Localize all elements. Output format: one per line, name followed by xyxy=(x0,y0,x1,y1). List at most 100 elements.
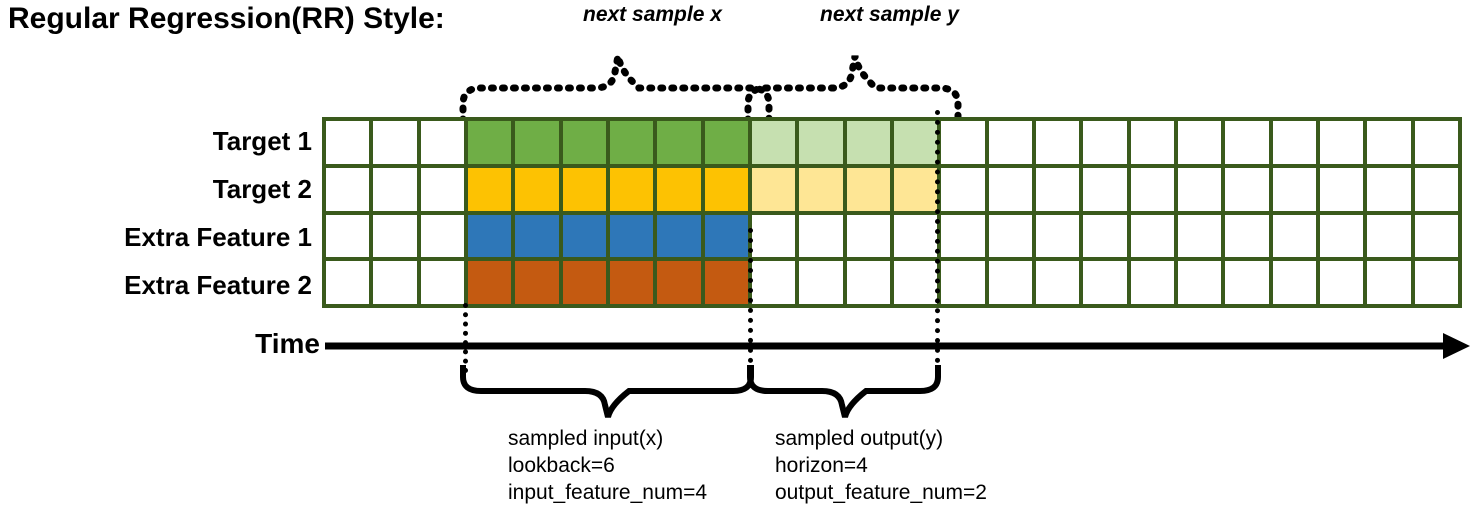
grid-cell-r3-c6 xyxy=(562,214,606,258)
grid-cell-r4-c2 xyxy=(373,261,417,304)
grid-cell-r2-c17 xyxy=(1083,167,1127,211)
grid-cell-r2-c3 xyxy=(420,167,464,211)
grid-cell-r2-c5 xyxy=(515,167,559,211)
grid-cell-r4-c12 xyxy=(846,261,890,304)
grid-cell-r2-c9 xyxy=(704,167,748,211)
grid-cell-r3-c1 xyxy=(326,214,370,258)
row-label-target-1: Target 1 xyxy=(0,126,312,157)
sampled-output-brace xyxy=(747,365,941,418)
grid-cell-r4-c7 xyxy=(609,261,654,304)
grid-cell-r3-c15 xyxy=(988,214,1032,258)
grid-cell-r1-c15 xyxy=(988,121,1032,164)
grid-cell-r4-c23 xyxy=(1367,261,1411,304)
grid-cell-r1-c11 xyxy=(799,121,843,164)
grid-cell-r2-c13 xyxy=(893,167,938,211)
grid-cell-r1-c3 xyxy=(420,121,464,164)
grid-cell-r2-c11 xyxy=(799,167,843,211)
grid-cell-r2-c7 xyxy=(609,167,654,211)
dotted-guide-output-end xyxy=(935,110,940,373)
grid-cell-r4-c19 xyxy=(1177,261,1222,304)
sampled-input-title: sampled input(x) xyxy=(508,427,664,450)
grid-cell-r3-c13 xyxy=(893,214,938,258)
grid-cell-r2-c18 xyxy=(1130,167,1174,211)
grid-cell-r4-c15 xyxy=(988,261,1032,304)
grid-cell-r4-c22 xyxy=(1319,261,1364,304)
grid-cell-r3-c24 xyxy=(1414,214,1458,258)
grid-cell-r2-c21 xyxy=(1272,167,1316,211)
sampled-output-horizon: horizon=4 xyxy=(775,454,868,477)
grid-cell-r4-c9 xyxy=(704,261,748,304)
grid-cell-r2-c20 xyxy=(1225,167,1269,211)
grid-cell-r3-c19 xyxy=(1177,214,1222,258)
grid-cell-r3-c17 xyxy=(1083,214,1127,258)
row-label-text: Target 1 xyxy=(212,126,312,156)
grid-cell-r1-c16 xyxy=(1035,121,1080,164)
grid-cell-r1-c6 xyxy=(562,121,606,164)
sampled-output-title: sampled output(y) xyxy=(775,427,944,450)
grid-cell-r1-c8 xyxy=(657,121,701,164)
grid-cell-r3-c3 xyxy=(420,214,464,258)
grid-cell-r2-c10 xyxy=(751,167,796,211)
sampled-input-caption: sampled input(x) lookback=6 input_featur… xyxy=(508,425,707,506)
grid-cell-r1-c2 xyxy=(373,121,417,164)
grid-cell-r1-c1 xyxy=(326,121,370,164)
grid-cell-r3-c11 xyxy=(799,214,843,258)
dotted-guide-input-end xyxy=(748,228,753,373)
grid-cell-r1-c9 xyxy=(704,121,748,164)
page-title: Regular Regression(RR) Style: xyxy=(8,2,445,35)
sampled-output-feature-num: output_feature_num=2 xyxy=(775,481,987,504)
grid-cell-r1-c19 xyxy=(1177,121,1222,164)
timeseries-grid xyxy=(322,117,1462,308)
next-sample-x-label: next sample x xyxy=(583,3,722,26)
row-label-text: Extra Feature 2 xyxy=(124,270,312,300)
grid-cell-r3-c21 xyxy=(1272,214,1316,258)
grid-cell-r3-c4 xyxy=(467,214,512,258)
grid-cell-r4-c21 xyxy=(1272,261,1316,304)
next-sample-x-brace xyxy=(459,55,773,121)
grid-cell-r3-c2 xyxy=(373,214,417,258)
grid-cell-r4-c5 xyxy=(515,261,559,304)
grid-cell-r4-c13 xyxy=(893,261,938,304)
time-axis-label: Time xyxy=(255,328,320,359)
grid-cell-r4-c16 xyxy=(1035,261,1080,304)
grid-cell-r3-c16 xyxy=(1035,214,1080,258)
grid-cell-r2-c2 xyxy=(373,167,417,211)
grid-cell-r4-c14 xyxy=(941,261,985,304)
row-label-extra-feature-2: Extra Feature 2 xyxy=(0,270,312,301)
grid-cell-r1-c21 xyxy=(1272,121,1316,164)
grid-cell-r2-c14 xyxy=(941,167,985,211)
grid-cell-r4-c6 xyxy=(562,261,606,304)
grid-cell-r3-c10 xyxy=(751,214,796,258)
next-sample-y-label: next sample y xyxy=(820,3,959,26)
grid-cell-r1-c4 xyxy=(467,121,512,164)
grid-cell-r4-c11 xyxy=(799,261,843,304)
grid-cell-r2-c12 xyxy=(846,167,890,211)
grid-cell-r2-c24 xyxy=(1414,167,1458,211)
grid-cell-r3-c8 xyxy=(657,214,701,258)
grid-cell-r1-c17 xyxy=(1083,121,1127,164)
grid-cell-r3-c23 xyxy=(1367,214,1411,258)
grid-cell-r1-c7 xyxy=(609,121,654,164)
row-label-extra-feature-1: Extra Feature 1 xyxy=(0,222,312,253)
grid-cell-r2-c8 xyxy=(657,167,701,211)
grid-cell-r4-c4 xyxy=(467,261,512,304)
grid-cell-r2-c4 xyxy=(467,167,512,211)
grid-cell-r3-c9 xyxy=(704,214,748,258)
grid-cell-r3-c5 xyxy=(515,214,559,258)
grid-cell-r2-c22 xyxy=(1319,167,1364,211)
sampled-input-brace xyxy=(460,365,754,418)
grid-cell-r4-c1 xyxy=(326,261,370,304)
grid-cell-r1-c10 xyxy=(751,121,796,164)
sampled-input-lookback: lookback=6 xyxy=(508,454,615,477)
grid-cell-r4-c10 xyxy=(751,261,796,304)
grid-cell-r1-c24 xyxy=(1414,121,1458,164)
grid-cell-r1-c23 xyxy=(1367,121,1411,164)
grid-cell-r2-c23 xyxy=(1367,167,1411,211)
grid-cell-r3-c20 xyxy=(1225,214,1269,258)
grid-cell-r3-c7 xyxy=(609,214,654,258)
grid-cell-r4-c8 xyxy=(657,261,701,304)
grid-cell-r3-c14 xyxy=(941,214,985,258)
sampled-input-feature-num: input_feature_num=4 xyxy=(508,481,708,504)
grid-cell-r2-c19 xyxy=(1177,167,1222,211)
sampled-output-caption: sampled output(y) horizon=4 output_featu… xyxy=(775,425,987,506)
